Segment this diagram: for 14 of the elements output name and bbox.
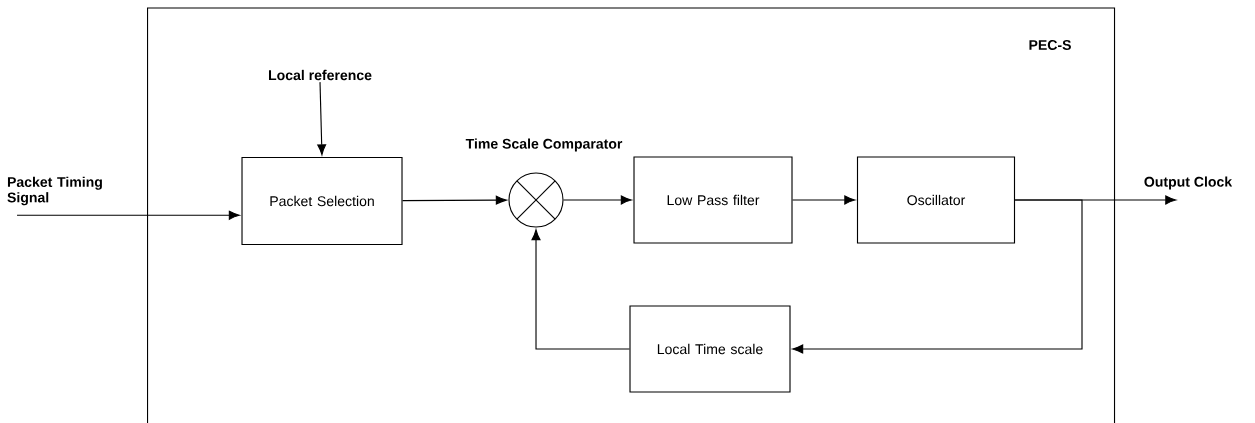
arrow: [16, 210, 240, 220]
process-box: Packet Selection: [241, 156, 403, 246]
process-box: Oscillator: [856, 156, 1016, 244]
arrow: [531, 229, 630, 350]
arrow: [317, 81, 327, 156]
arrow: [792, 199, 1083, 354]
arrow: [563, 195, 632, 205]
signal-label: Output Clock: [1144, 176, 1233, 190]
signal-label: Local reference: [269, 69, 372, 81]
arrow: [402, 195, 507, 205]
arrow: [792, 195, 856, 205]
process-box: Local Time scale: [629, 305, 791, 393]
process-box: Low Pass filter: [633, 156, 793, 244]
signal-label: Packet Timing Signal: [7, 176, 102, 206]
